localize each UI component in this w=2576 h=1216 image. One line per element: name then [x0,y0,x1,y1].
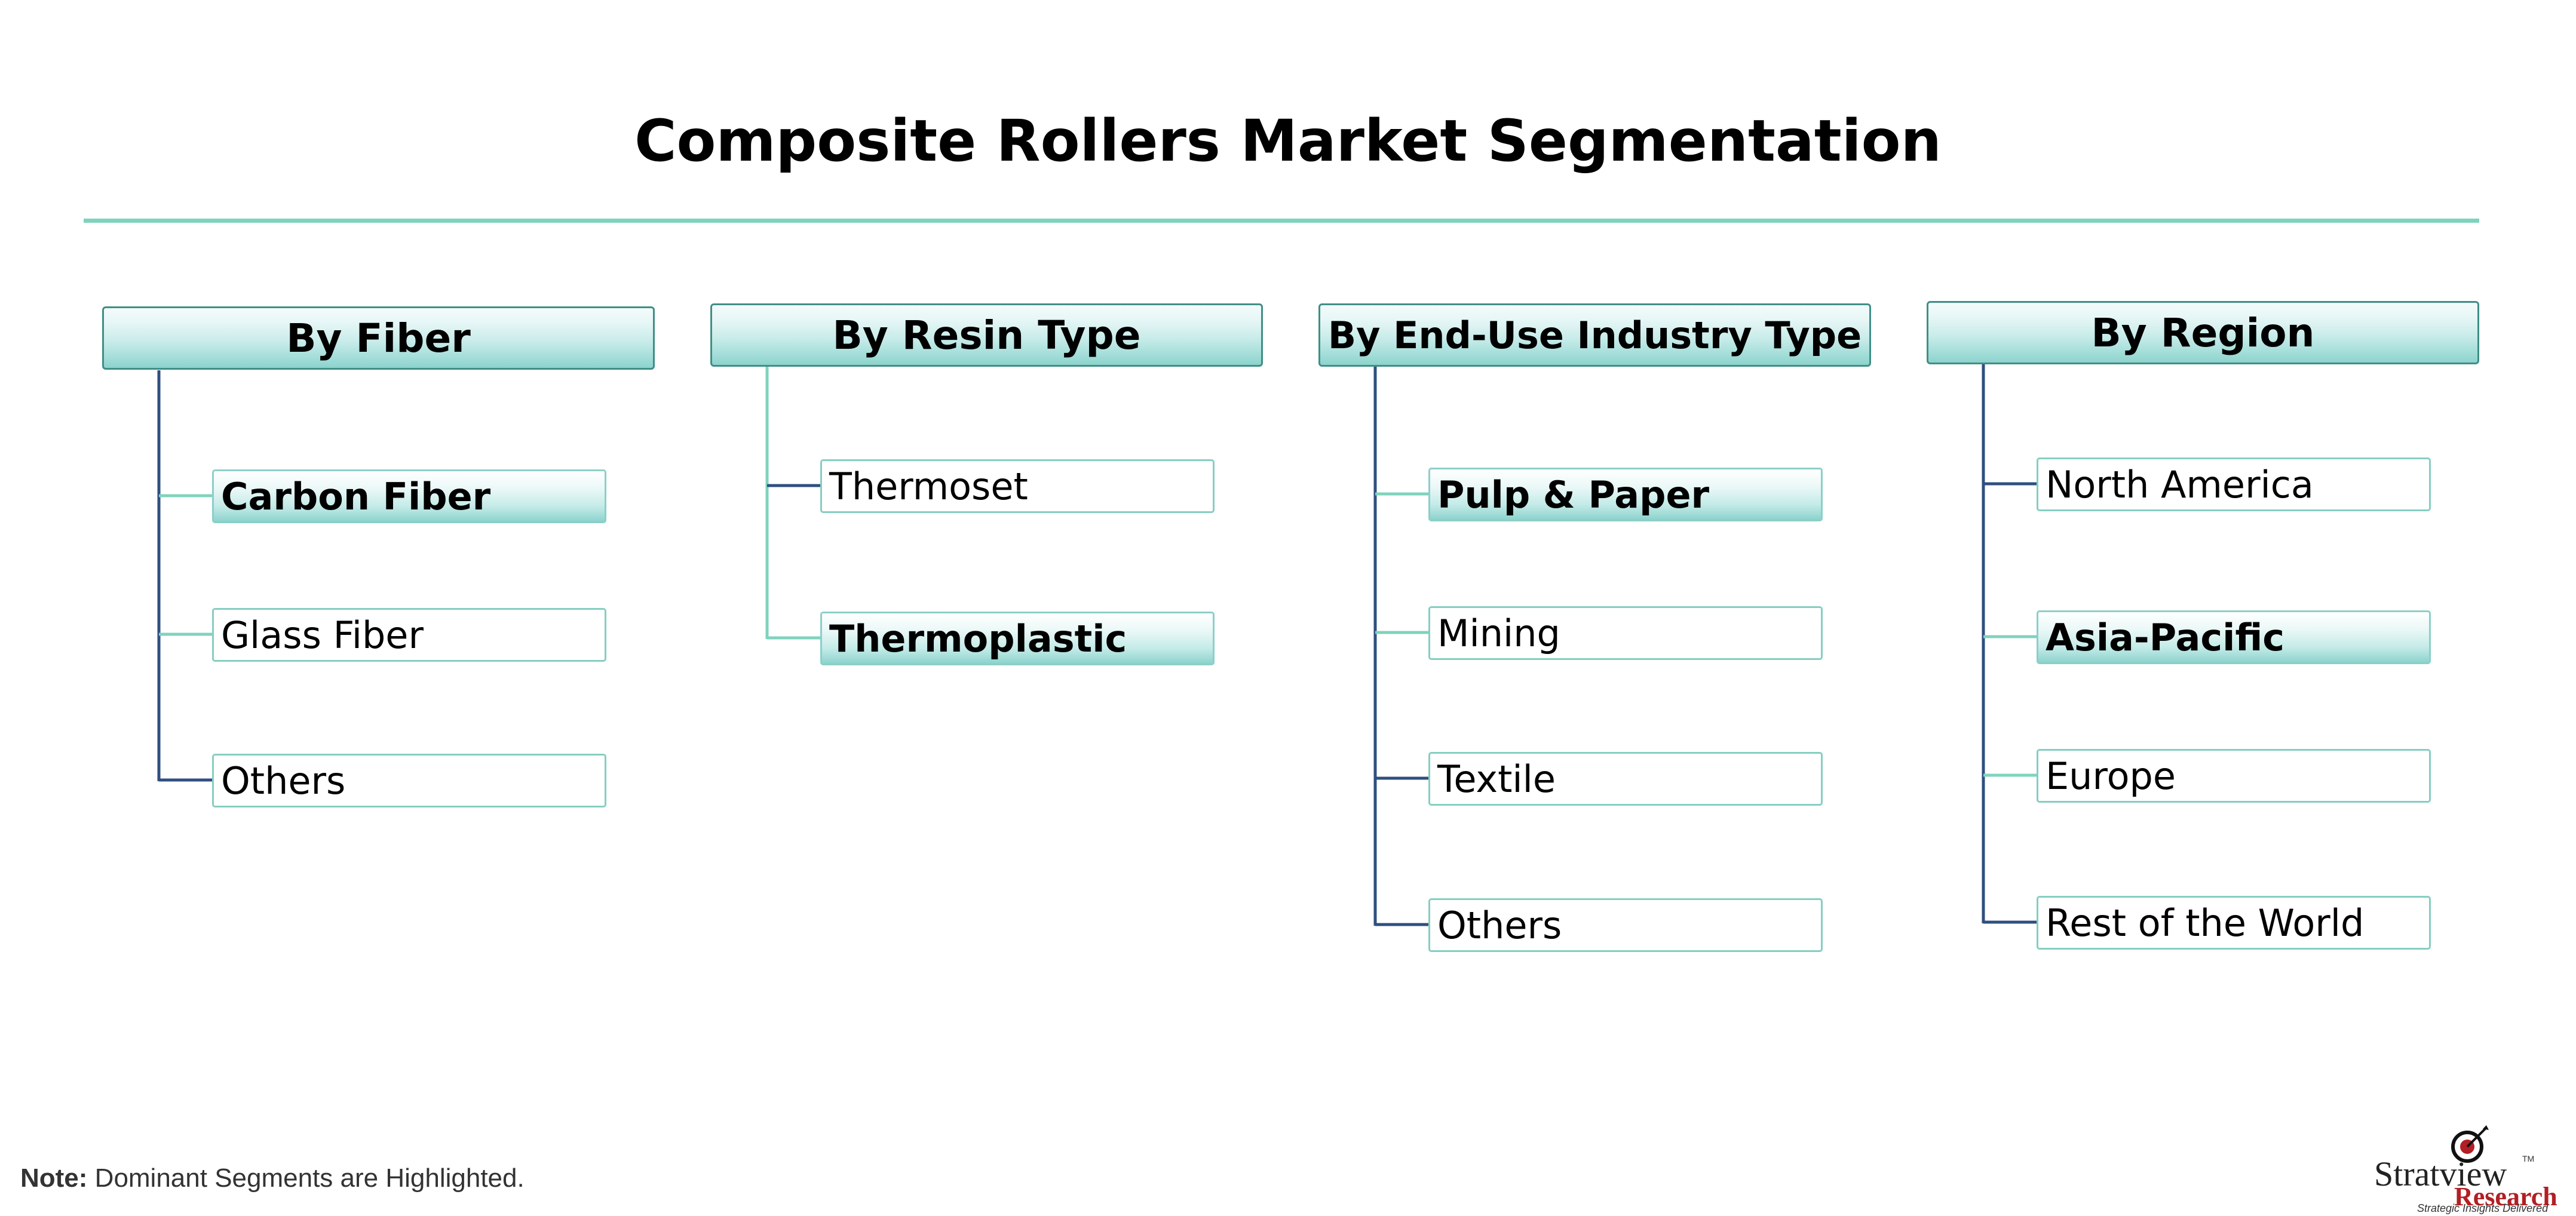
segment-item-textile: Textile [1428,752,1823,806]
stratview-logo: Stratview TM Research Strategic Insights… [2366,1123,2569,1214]
segment-header-region: By Region [1927,301,2479,364]
title-divider [84,219,2479,223]
logo-name: Stratview [2374,1154,2507,1193]
segment-item-europe: Europe [2037,749,2431,803]
logo-target-icon [2451,1125,2489,1163]
segment-item-mining: Mining [1428,606,1823,660]
segment-header-resin-type: By Resin Type [710,303,1263,367]
footnote-text: Dominant Segments are Highlighted. [87,1163,525,1193]
logo-tagline: Strategic Insights Delivered [2417,1202,2549,1214]
segment-item-carbon-fiber: Carbon Fiber [212,469,606,523]
logo-subname: Research [2454,1182,2557,1211]
footnote-label: Note: [20,1163,88,1193]
segment-item-others: Others [1428,898,1823,952]
segment-item-pulp-paper: Pulp & Paper [1428,468,1823,521]
segment-header-fiber: By Fiber [102,306,655,370]
segment-item-thermoplastic: Thermoplastic [820,612,1215,665]
segment-item-rest-of-world: Rest of the World [2037,896,2431,950]
segment-item-north-america: North America [2037,457,2431,511]
segment-header-end-use-industry: By End-Use Industry Type [1318,303,1871,367]
segment-item-thermoset: Thermoset [820,459,1215,513]
segment-item-asia-pacific: Asia-Pacific [2037,610,2431,664]
segment-item-others: Others [212,754,606,807]
footnote: Note: Dominant Segments are Highlighted. [20,1163,525,1193]
page-title: Composite Rollers Market Segmentation [634,108,1942,174]
segment-item-glass-fiber: Glass Fiber [212,608,606,662]
logo-trademark: TM [2522,1154,2535,1163]
